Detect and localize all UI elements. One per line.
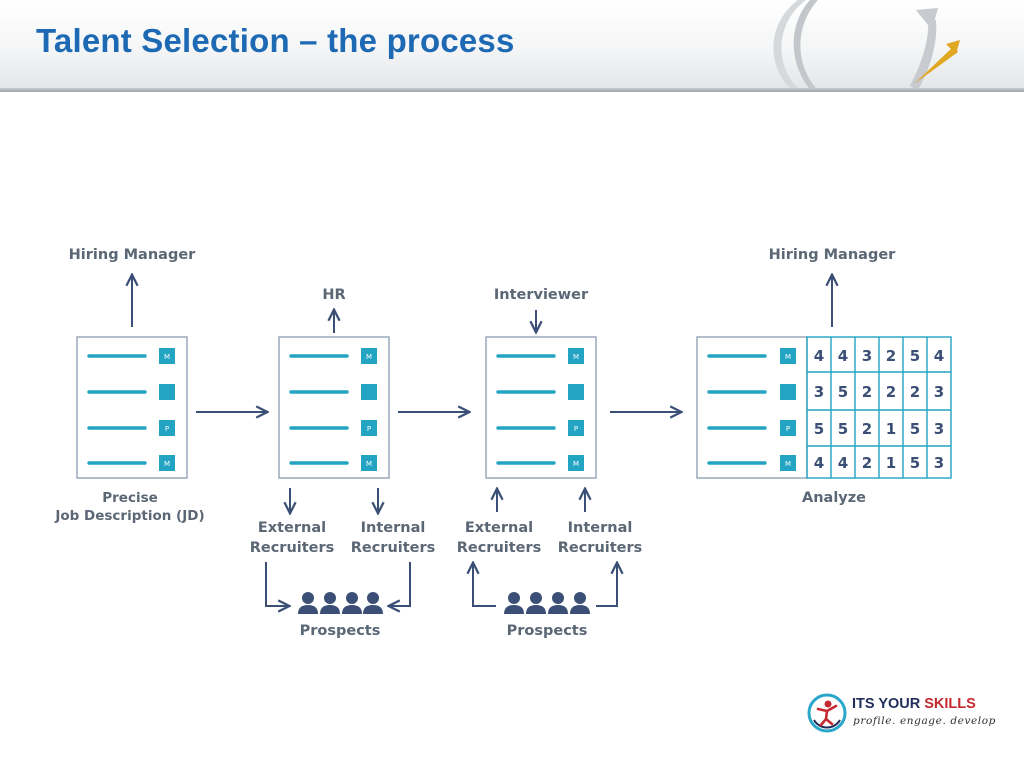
stage2-external-line2: Recruiters (250, 540, 335, 556)
score-cell: 5 (838, 420, 848, 438)
stage2-top-label: HR (322, 287, 345, 303)
marker-square (361, 384, 377, 400)
marker-square (568, 348, 584, 364)
marker-square (159, 384, 175, 400)
stage2-prospects-label: Prospects (300, 623, 381, 639)
stage2-internal-line1: Internal (361, 520, 426, 536)
stage1-top-label: Hiring Manager (69, 247, 197, 263)
marker-square (780, 348, 796, 364)
marker-square (361, 455, 377, 471)
external-to-prospects-arrow (265, 562, 288, 606)
marker-square (361, 420, 377, 436)
score-cell: 5 (910, 454, 920, 472)
marker-label: M (785, 353, 791, 361)
stage2-internal-line2: Recruiters (351, 540, 436, 556)
score-cell: 3 (814, 383, 824, 401)
internal-to-prospects-arrow (390, 562, 411, 606)
stage1-bottom-label-line1: Precise (102, 490, 158, 506)
stage3-internal-line1: Internal (568, 520, 633, 536)
stage1-bottom-label-line2: Job Description (JD) (54, 508, 204, 524)
logo-name: ITS YOUR SKILLS (852, 696, 976, 712)
person-circle-logo-icon (807, 693, 847, 733)
score-cell: 3 (934, 420, 944, 438)
marker-square (780, 420, 796, 436)
prospects-people-icon (298, 592, 383, 614)
stage3-external-line2: Recruiters (457, 540, 542, 556)
score-cell: 2 (886, 383, 896, 401)
score-cell: 3 (934, 383, 944, 401)
stage2-external-line1: External (258, 520, 326, 536)
marker-label: P (367, 425, 371, 433)
score-cell: 1 (886, 454, 896, 472)
marker-square (159, 348, 175, 364)
score-cell: 4 (838, 347, 848, 365)
header-rule (0, 88, 1024, 92)
marker-label: P (574, 425, 578, 433)
marker-label: M (785, 460, 791, 468)
score-cell: 2 (862, 420, 872, 438)
score-cell: 4 (814, 454, 824, 472)
score-cell: 4 (838, 454, 848, 472)
logo-tagline: profile. engage. develop (853, 715, 997, 727)
stage2-hr-group: HR M P M External Recruiters Internal Re… (250, 287, 436, 639)
prospects-to-external-arrow (473, 564, 496, 607)
marker-square (361, 348, 377, 364)
prospects-to-internal-arrow (596, 564, 617, 607)
score-cell: 3 (862, 347, 872, 365)
stage3-interviewer-group: Interviewer M P M External Recruiters In… (457, 287, 643, 639)
score-cell: 5 (838, 383, 848, 401)
stage4-bottom-label: Analyze (802, 490, 866, 506)
marker-label: M (573, 353, 579, 361)
score-cell: 3 (934, 454, 944, 472)
slide-title: Talent Selection – the process (36, 22, 515, 59)
score-cell: 4 (814, 347, 824, 365)
marker-label: M (573, 460, 579, 468)
marker-square (780, 455, 796, 471)
score-cell: 2 (886, 347, 896, 365)
marker-label: P (786, 425, 790, 433)
stage1-jd-group: Hiring Manager M P M Precise Job Descrip… (54, 247, 204, 524)
score-cell: 2 (910, 383, 920, 401)
marker-square (568, 384, 584, 400)
stage3-internal-line2: Recruiters (558, 540, 643, 556)
stage3-top-label: Interviewer (494, 287, 589, 303)
score-cell: 4 (934, 347, 944, 365)
prospects-people-icon (504, 592, 590, 614)
marker-square (568, 455, 584, 471)
marker-label: M (164, 460, 170, 468)
stage3-external-line1: External (465, 520, 533, 536)
marker-label: P (165, 425, 169, 433)
stage4-top-label: Hiring Manager (769, 247, 897, 263)
header-swoosh-decoration (773, 0, 960, 92)
marker-square (568, 420, 584, 436)
stage3-prospects-label: Prospects (507, 623, 588, 639)
score-cell: 5 (814, 420, 824, 438)
score-cell: 2 (862, 383, 872, 401)
marker-label: M (164, 353, 170, 361)
score-cell: 5 (910, 420, 920, 438)
marker-label: M (366, 353, 372, 361)
its-your-skills-logo: ITS YOUR SKILLS profile. engage. develop (806, 692, 996, 734)
score-cell: 2 (862, 454, 872, 472)
marker-square (780, 384, 796, 400)
score-cell: 5 (910, 347, 920, 365)
marker-square (159, 420, 175, 436)
slide-header: Talent Selection – the process (0, 0, 1024, 92)
score-cell: 1 (886, 420, 896, 438)
marker-label: M (366, 460, 372, 468)
marker-square (159, 455, 175, 471)
